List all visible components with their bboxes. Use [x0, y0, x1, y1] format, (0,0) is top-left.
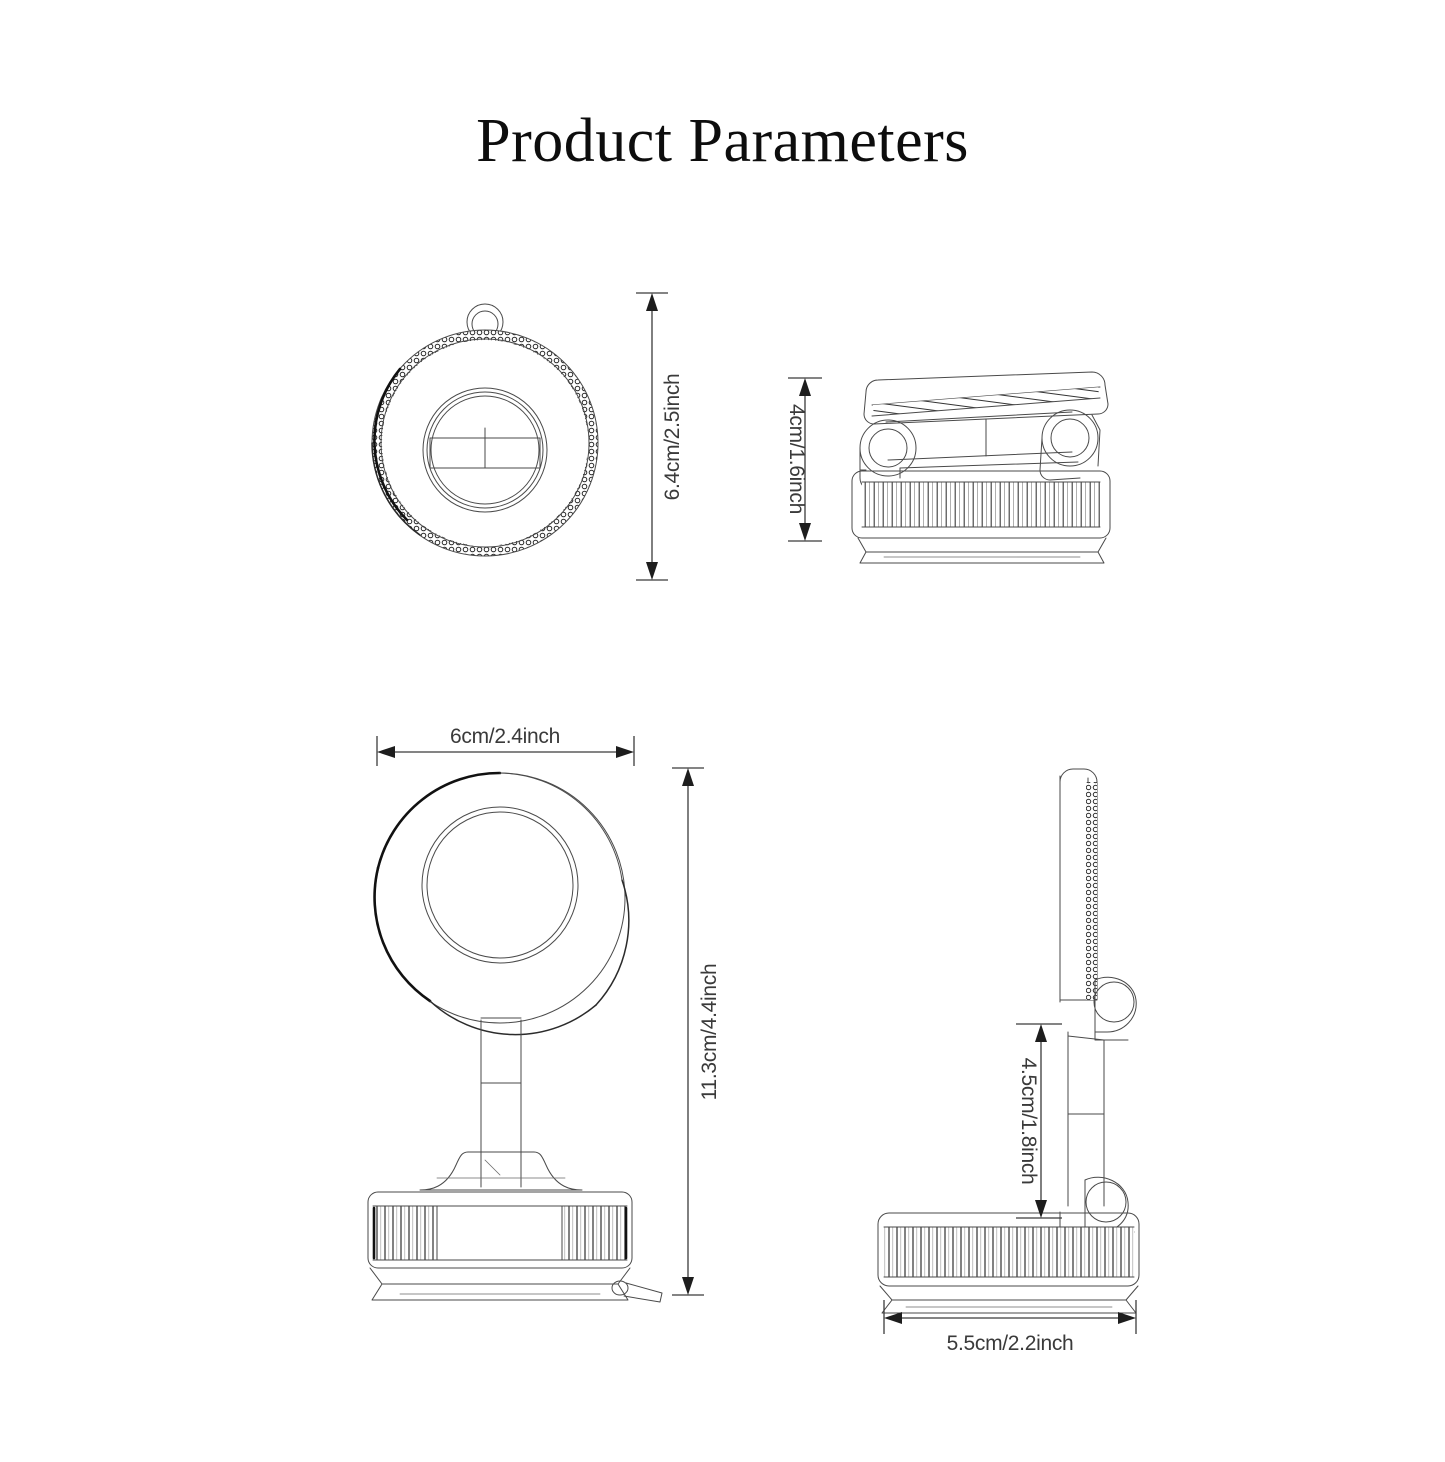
view-side-extended: 4.5cm/1.8inch 5.5cm/2.2inch [877, 768, 1140, 1355]
dimension-label-disc-diameter: 6.4cm/2.5inch [661, 374, 684, 501]
side-suction-base [877, 1212, 1140, 1301]
side-suction-pad [881, 1299, 1137, 1314]
dimension-label-disc-width: 6cm/2.4inch [450, 725, 560, 748]
view-rear-magnetic-disc: 6.4cm/2.5inch [371, 292, 684, 581]
view-folded-side: 4cm/1.6inch [785, 371, 1111, 564]
front-base-flare [419, 1151, 583, 1191]
view-front-assembled: 6cm/2.4inch 11.3cm/4.4inch [367, 725, 721, 1303]
folded-arm-bar [859, 411, 1079, 479]
front-suction-pad [371, 1280, 663, 1303]
dimension-arm-height: 4.5cm/1.8inch [1016, 1023, 1062, 1219]
page-title: Product Parameters [476, 107, 969, 175]
dimension-label-arm-height: 4.5cm/1.8inch [1017, 1058, 1040, 1185]
folded-magnet-plate [863, 371, 1109, 425]
dimension-label-folded-height: 4cm/1.6inch [785, 404, 808, 514]
dimension-total-height: 11.3cm/4.4inch [672, 767, 721, 1296]
dimension-base-width: 5.5cm/2.2inch [883, 1300, 1137, 1355]
folded-hinge-right [1039, 409, 1101, 481]
dimension-disc-diameter: 6.4cm/2.5inch [636, 292, 684, 581]
side-hinge-lower [1059, 1176, 1135, 1233]
front-magnet-disc [373, 771, 630, 1036]
side-arm [1067, 1031, 1105, 1207]
front-neck-column [480, 1017, 522, 1188]
dimension-folded-height: 4cm/1.6inch [785, 377, 822, 542]
side-hinge-upper [1093, 976, 1137, 1041]
dimension-disc-width: 6cm/2.4inch [376, 725, 635, 766]
side-magnet-plate-edge [1059, 768, 1098, 1003]
dimension-label-base-width: 5.5cm/2.2inch [947, 1332, 1074, 1355]
front-suction-base [367, 1191, 633, 1285]
folded-suction-base [851, 470, 1111, 564]
dimension-label-total-height: 11.3cm/4.4inch [698, 964, 721, 1101]
disc-inner-magnet-ring [422, 387, 548, 513]
folded-hinge-left [859, 419, 917, 491]
